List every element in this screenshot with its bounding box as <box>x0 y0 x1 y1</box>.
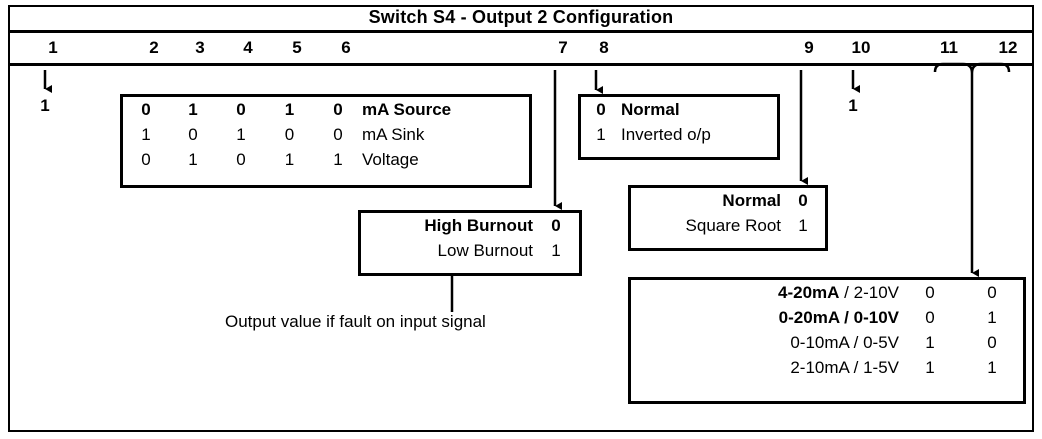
switch-number-6: 6 <box>341 38 351 57</box>
bit-sw12: 0 <box>987 333 997 352</box>
table-row: 0-20mA / 0-10V 0 1 <box>631 305 1023 330</box>
switch-number-8: 8 <box>599 38 609 57</box>
switch-number-7: 7 <box>558 38 568 57</box>
bit-sw5: 1 <box>284 100 295 119</box>
bit-sw3: 1 <box>188 100 198 119</box>
inversion-box: 0 Normal 1 Inverted o/p <box>578 94 780 160</box>
output-range-label: 0-20mA / 0-10V <box>631 305 899 330</box>
linearisation-label: Square Root <box>685 216 781 235</box>
bit-sw12: 1 <box>987 308 997 327</box>
output-type-box: 0 1 0 1 0 mA Source 1 0 1 0 0 mA Sink 0 … <box>120 94 532 188</box>
output-type-label: mA Source <box>362 100 452 119</box>
page-title: Switch S4 - Output 2 Configuration <box>368 7 674 27</box>
output-type-table: 0 1 0 1 0 mA Source 1 0 1 0 0 mA Sink 0 … <box>123 97 529 172</box>
bit-sw2: 0 <box>141 100 151 119</box>
table-row: 0 1 0 1 1 Voltage <box>123 147 529 172</box>
output-range-label-bold: 0-20mA / 0-10V <box>778 308 899 327</box>
bit-sw7: 0 <box>551 216 561 235</box>
switch-number-11: 11 <box>940 38 958 57</box>
table-row: 0 1 0 1 0 mA Source <box>123 97 529 122</box>
bit-sw6: 0 <box>333 125 343 144</box>
switch-10-value: 1 <box>848 96 858 115</box>
output-range-label-bold: 4-20mA <box>778 283 840 302</box>
bit-sw9: 1 <box>798 216 808 235</box>
output-range-label-rest: 0-10mA / 0-5V <box>790 333 899 352</box>
bit-sw12: 1 <box>987 358 997 377</box>
table-row: 0 Normal <box>581 97 777 122</box>
bit-sw4: 1 <box>236 125 246 144</box>
burnout-label: High Burnout <box>424 216 533 235</box>
output-range-label-rest: / 2-10V <box>839 283 899 302</box>
burnout-table: High Burnout 0 Low Burnout 1 <box>361 213 579 263</box>
bit-sw6: 1 <box>333 150 343 169</box>
burnout-box: High Burnout 0 Low Burnout 1 <box>358 210 582 276</box>
output-type-label: Voltage <box>362 150 419 169</box>
switch-number-1: 1 <box>48 38 58 57</box>
output-range-label: 4-20mA / 2-10V <box>631 280 899 305</box>
output-range-box: 4-20mA / 2-10V 0 0 0-20mA / 0-10V 0 1 0-… <box>628 277 1026 404</box>
table-row: 4-20mA / 2-10V 0 0 <box>631 280 1023 305</box>
switch-number-4: 4 <box>243 38 253 57</box>
table-row: 2-10mA / 1-5V 1 1 <box>631 355 1023 380</box>
table-row: 1 Inverted o/p <box>581 122 777 147</box>
bit-sw5: 0 <box>284 125 295 144</box>
table-row: Square Root 1 <box>631 213 825 238</box>
output-range-table: 4-20mA / 2-10V 0 0 0-20mA / 0-10V 0 1 0-… <box>631 280 1023 380</box>
switch-number-12: 12 <box>998 38 1018 57</box>
linearisation-box: Normal 0 Square Root 1 <box>628 185 828 251</box>
switch-number-2: 2 <box>149 38 159 57</box>
linearisation-label: Normal <box>722 191 781 210</box>
outer-frame <box>8 5 1034 432</box>
bit-sw3: 1 <box>188 150 198 169</box>
inversion-label: Inverted o/p <box>621 125 711 144</box>
title-bar: Switch S4 - Output 2 Configuration <box>8 5 1034 33</box>
bit-sw4: 0 <box>236 150 246 169</box>
table-row: Normal 0 <box>631 188 825 213</box>
bit-sw9: 0 <box>798 191 808 210</box>
table-row: Low Burnout 1 <box>361 238 579 263</box>
switch-1-value: 1 <box>40 96 50 115</box>
switch-number-3: 3 <box>195 38 205 57</box>
bit-sw4: 0 <box>236 100 246 119</box>
bit-sw11: 0 <box>925 308 935 327</box>
bit-sw8: 1 <box>596 125 606 144</box>
switch-number-row: 1 2 3 4 5 6 7 8 9 10 11 12 <box>8 33 1034 66</box>
bit-sw8: 0 <box>596 100 606 119</box>
burnout-label: Low Burnout <box>437 241 533 260</box>
bit-sw2: 1 <box>141 125 151 144</box>
bit-sw12: 0 <box>987 283 997 302</box>
switch-number-9: 9 <box>804 38 814 57</box>
bit-sw11: 1 <box>925 333 935 352</box>
bit-sw3: 0 <box>188 125 198 144</box>
output-range-label: 2-10mA / 1-5V <box>631 355 899 380</box>
output-range-label-rest: 2-10mA / 1-5V <box>790 358 899 377</box>
bit-sw7: 1 <box>551 241 561 260</box>
fault-caption: Output value if fault on input signal <box>225 312 486 331</box>
output-range-label: 0-10mA / 0-5V <box>631 330 899 355</box>
bit-sw11: 0 <box>925 283 935 302</box>
table-row: 0-10mA / 0-5V 1 0 <box>631 330 1023 355</box>
bit-sw2: 0 <box>141 150 151 169</box>
switch-number-5: 5 <box>292 38 302 57</box>
bit-sw6: 0 <box>333 100 343 119</box>
switch-number-10: 10 <box>851 38 871 57</box>
output-type-label: mA Sink <box>362 125 425 144</box>
inversion-label: Normal <box>621 100 680 119</box>
table-row: High Burnout 0 <box>361 213 579 238</box>
bit-sw11: 1 <box>925 358 935 377</box>
bit-sw5: 1 <box>284 150 295 169</box>
inversion-table: 0 Normal 1 Inverted o/p <box>581 97 777 147</box>
linearisation-table: Normal 0 Square Root 1 <box>631 188 825 238</box>
table-row: 1 0 1 0 0 mA Sink <box>123 122 529 147</box>
